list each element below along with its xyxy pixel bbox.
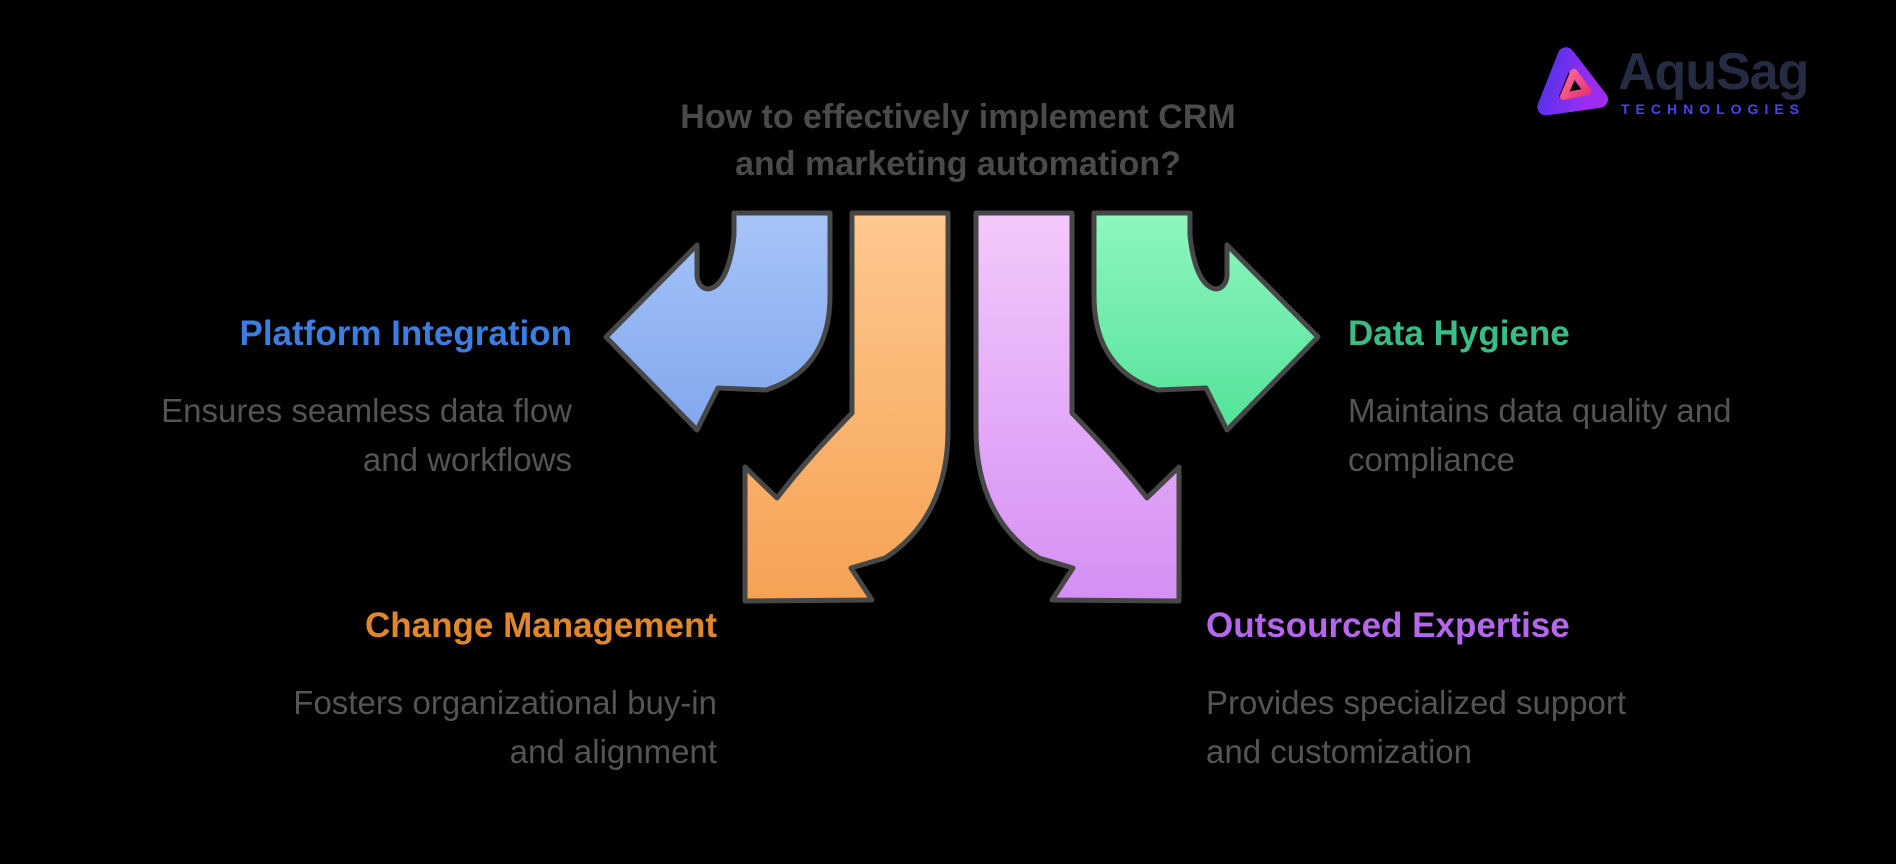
section-data-hygiene: Data Hygiene Maintains data quality and …	[1348, 312, 1896, 484]
outsourced-arrow	[973, 210, 1182, 604]
section-description-line1: Fosters organizational buy-in	[293, 684, 717, 721]
section-description-line2: compliance	[1348, 441, 1515, 478]
section-description: Provides specialized support and customi…	[1206, 678, 1766, 776]
section-title: Outsourced Expertise	[1206, 606, 1570, 645]
section-description-line2: and workflows	[362, 441, 572, 478]
section-description-line1: Provides specialized support	[1206, 684, 1627, 721]
page-title-line2: and marketing automation?	[735, 145, 1181, 183]
page-title-line1: How to effectively implement CRM	[680, 98, 1236, 136]
section-title: Data Hygiene	[1348, 314, 1570, 353]
platform-arrow	[603, 210, 833, 433]
section-change-management: Change Management Fosters organizational…	[157, 604, 717, 776]
logo-mark-icon	[1537, 47, 1609, 116]
section-description: Maintains data quality and compliance	[1348, 386, 1896, 484]
section-description: Ensures seamless data flow and workflows	[12, 386, 572, 484]
section-platform-integration: Platform Integration Ensures seamless da…	[12, 312, 572, 484]
section-description-line1: Ensures seamless data flow	[161, 392, 572, 429]
logo-text: AquSag TECHNOLOGIES	[1618, 43, 1809, 117]
section-description-line1: Maintains data quality and	[1348, 392, 1732, 429]
hygiene-arrow	[1091, 210, 1321, 433]
logo-subtitle: TECHNOLOGIES	[1621, 101, 1806, 117]
logo: AquSag TECHNOLOGIES	[1530, 43, 1809, 118]
section-title: Change Management	[365, 606, 717, 645]
page-title: How to effectively implement CRM and mar…	[458, 94, 1458, 188]
section-description-line2: and customization	[1206, 733, 1472, 770]
section-title: Platform Integration	[239, 314, 572, 353]
logo-name: AquSag	[1618, 43, 1809, 101]
section-outsourced-expertise: Outsourced Expertise Provides specialize…	[1206, 604, 1766, 776]
section-description-line2: and alignment	[509, 733, 717, 770]
section-description: Fosters organizational buy-in and alignm…	[157, 678, 717, 776]
change-arrow	[742, 210, 951, 604]
